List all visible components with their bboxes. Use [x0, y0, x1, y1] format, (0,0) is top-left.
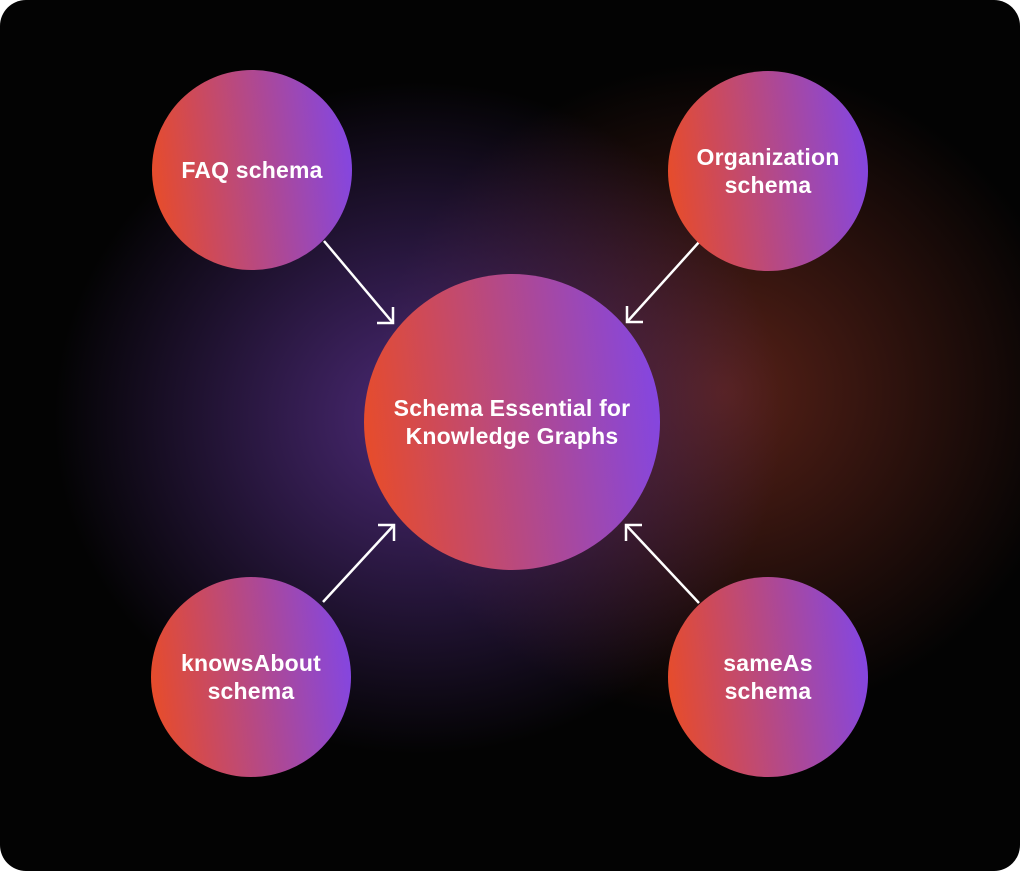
node-center-label: Schema Essential for Knowledge Graphs	[393, 394, 631, 449]
arrow-knowsabout-to-center	[322, 523, 396, 603]
node-faq-schema: FAQ schema	[152, 70, 352, 270]
arrow-sameas-to-center	[624, 523, 700, 604]
arrow-faq-to-center	[323, 240, 395, 325]
node-center-schema-essential: Schema Essential for Knowledge Graphs	[364, 274, 660, 570]
node-knowsabout-schema-label: knowsAbout schema	[181, 649, 321, 704]
node-organization-schema-label: Organization schema	[696, 143, 840, 198]
node-organization-schema: Organization schema	[668, 71, 868, 271]
node-sameas-schema: sameAs schema	[668, 577, 868, 777]
node-sameas-schema-label: sameAs schema	[723, 649, 813, 704]
node-knowsabout-schema: knowsAbout schema	[151, 577, 351, 777]
node-faq-schema-label: FAQ schema	[181, 156, 323, 183]
arrow-organization-to-center	[625, 240, 701, 324]
